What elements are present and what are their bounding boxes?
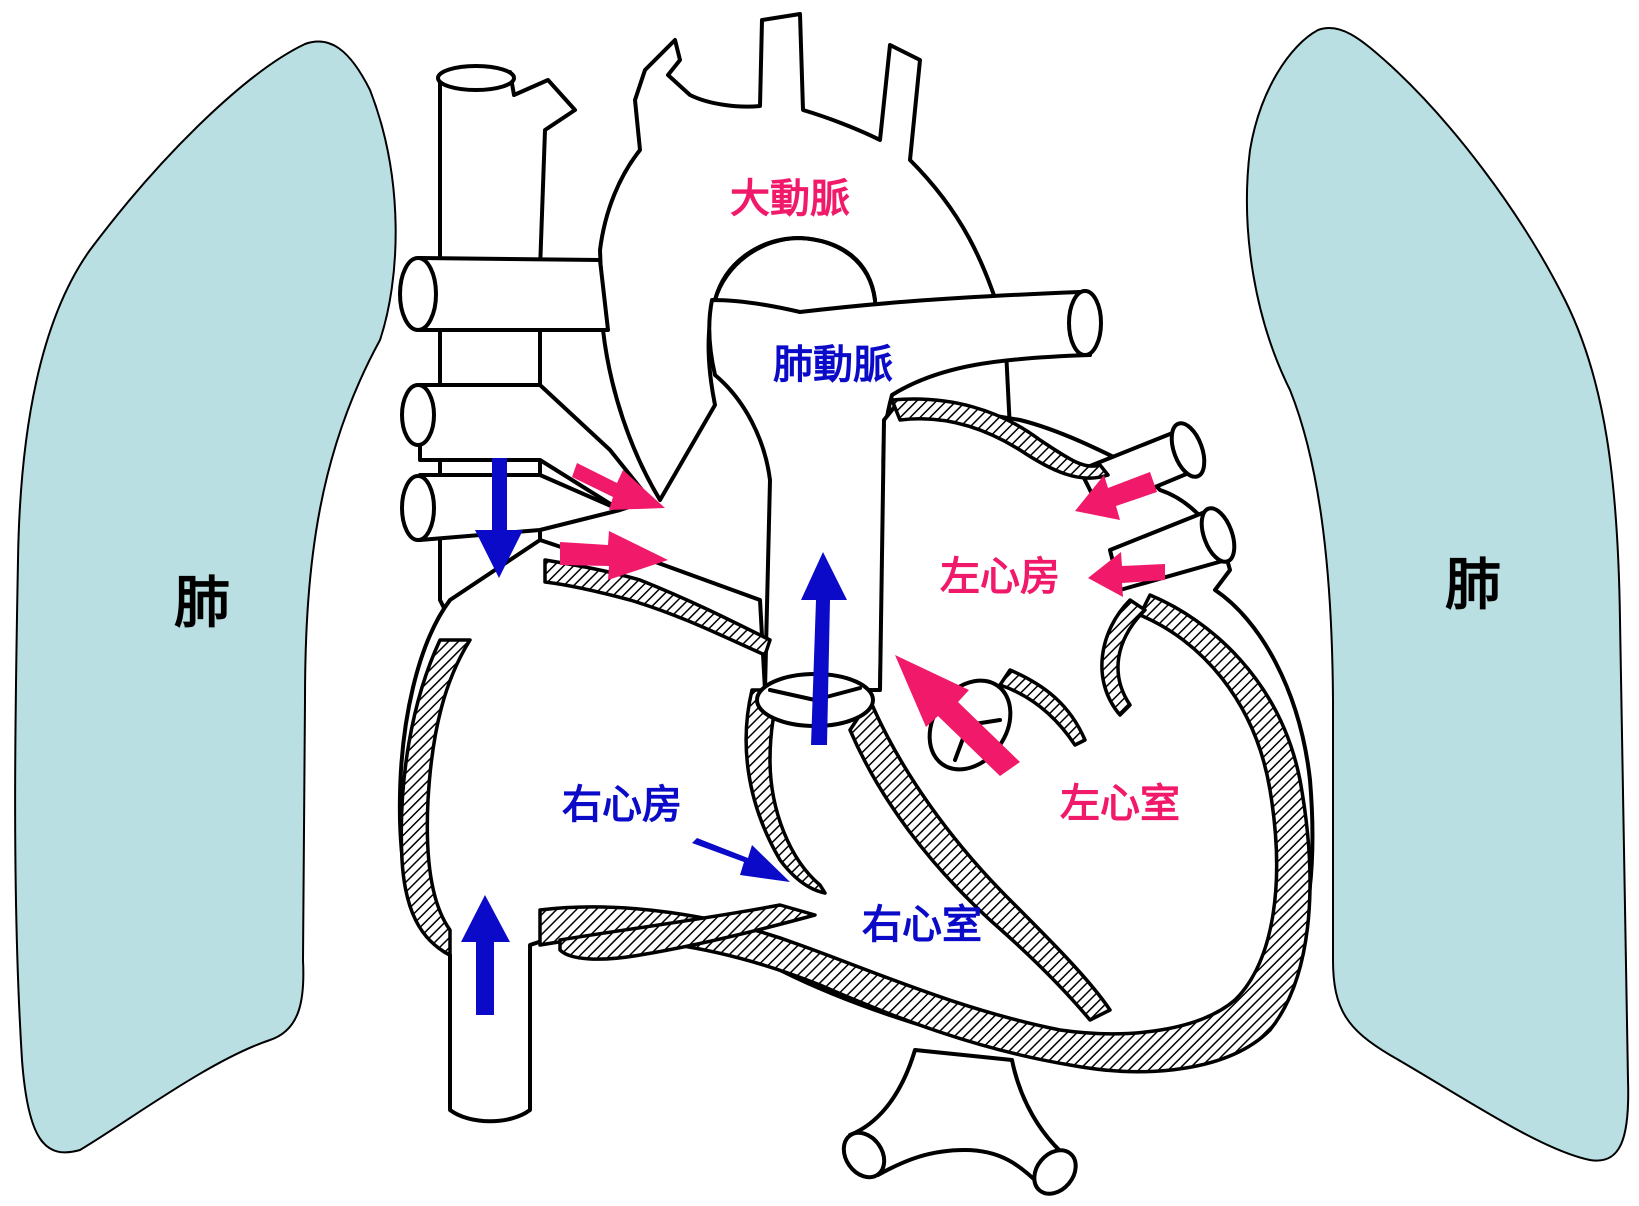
right-atrium-label: 右心房 — [562, 782, 682, 828]
right-pulmonary-vein-end-2 — [402, 385, 434, 445]
right-ventricle-label: 右心室 — [862, 902, 982, 948]
aorta-label: 大動脈 — [730, 176, 850, 222]
lung-right-label: 肺 — [1445, 553, 1501, 618]
right-pulmonary-vein-end-1 — [400, 258, 436, 330]
right-pulmonary-vein-end-3 — [402, 476, 434, 540]
right-lung — [1247, 28, 1628, 1161]
left-ventricle-label: 左心室 — [1060, 781, 1180, 827]
left-atrium-label: 左心房 — [940, 554, 1060, 600]
superior-vena-cava-top — [438, 66, 514, 90]
lung-left-label: 肺 — [174, 571, 230, 636]
pulmonary-artery-left-branch-end — [1069, 291, 1101, 355]
pulmonary-artery-label: 肺動脈 — [773, 342, 893, 388]
